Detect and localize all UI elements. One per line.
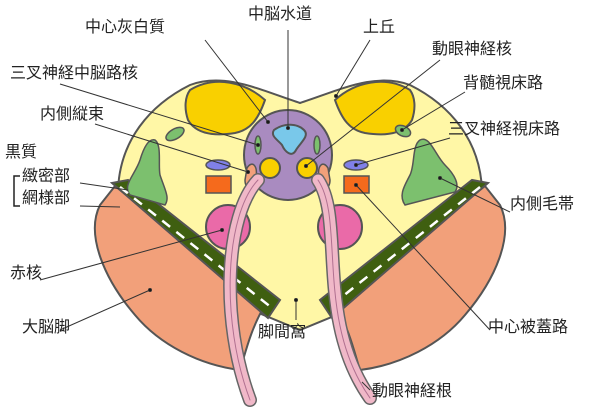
nigra-boundary-left — [119, 186, 273, 309]
label-central-gray: 中心灰白質 — [85, 17, 166, 36]
trigeminothalamic-left — [205, 159, 231, 171]
label-pars-reticulata: 網様部 — [22, 188, 71, 207]
label-medial-lemniscus: 内側毛帯 — [510, 194, 575, 213]
mesencephalic-trigeminal-right — [313, 135, 321, 155]
label-oculomotor-root: 動眼神経根 — [372, 381, 453, 400]
nigra-bracket — [13, 175, 20, 207]
central-tegmental-tract-left — [205, 175, 232, 194]
label-central-tegmental-tract: 中心被蓋路 — [488, 317, 569, 336]
label-mesencephalic-trigeminal: 三叉神経中脳路核 — [10, 63, 139, 82]
cerebral-peduncle-left — [93, 184, 267, 372]
label-aqueduct: 中脳水道 — [248, 4, 313, 23]
label-spinothalamic: 背髄視床路 — [463, 73, 544, 92]
spinothalamic-left — [165, 126, 185, 142]
aqueduct — [272, 123, 307, 155]
label-cerebral-peduncle: 大脳脚 — [22, 317, 71, 336]
label-trigeminothalamic: 三叉神経視床路 — [448, 119, 561, 138]
superior-colliculus-right — [333, 80, 416, 136]
label-superior-colliculus: 上丘 — [363, 17, 396, 36]
medial-lemniscus-right — [401, 138, 458, 206]
label-oculomotor-nucleus: 動眼神経核 — [432, 39, 513, 58]
cerebral-peduncle-right — [333, 184, 507, 372]
superior-colliculus-left — [184, 80, 267, 136]
oculomotor-nucleus-right — [296, 157, 318, 179]
label-pars-compacta: 緻密部 — [22, 166, 71, 185]
nigra-boundary-right — [327, 186, 481, 309]
label-interpeduncular-fossa: 脚間窩 — [258, 322, 307, 341]
oculomotor-nucleus-left — [259, 157, 281, 179]
label-red-nucleus: 赤核 — [10, 263, 43, 282]
label-substantia-nigra: 黒質 — [5, 142, 38, 161]
medial-lemniscus-left — [126, 139, 168, 206]
label-mlf: 内側縦束 — [40, 104, 105, 123]
